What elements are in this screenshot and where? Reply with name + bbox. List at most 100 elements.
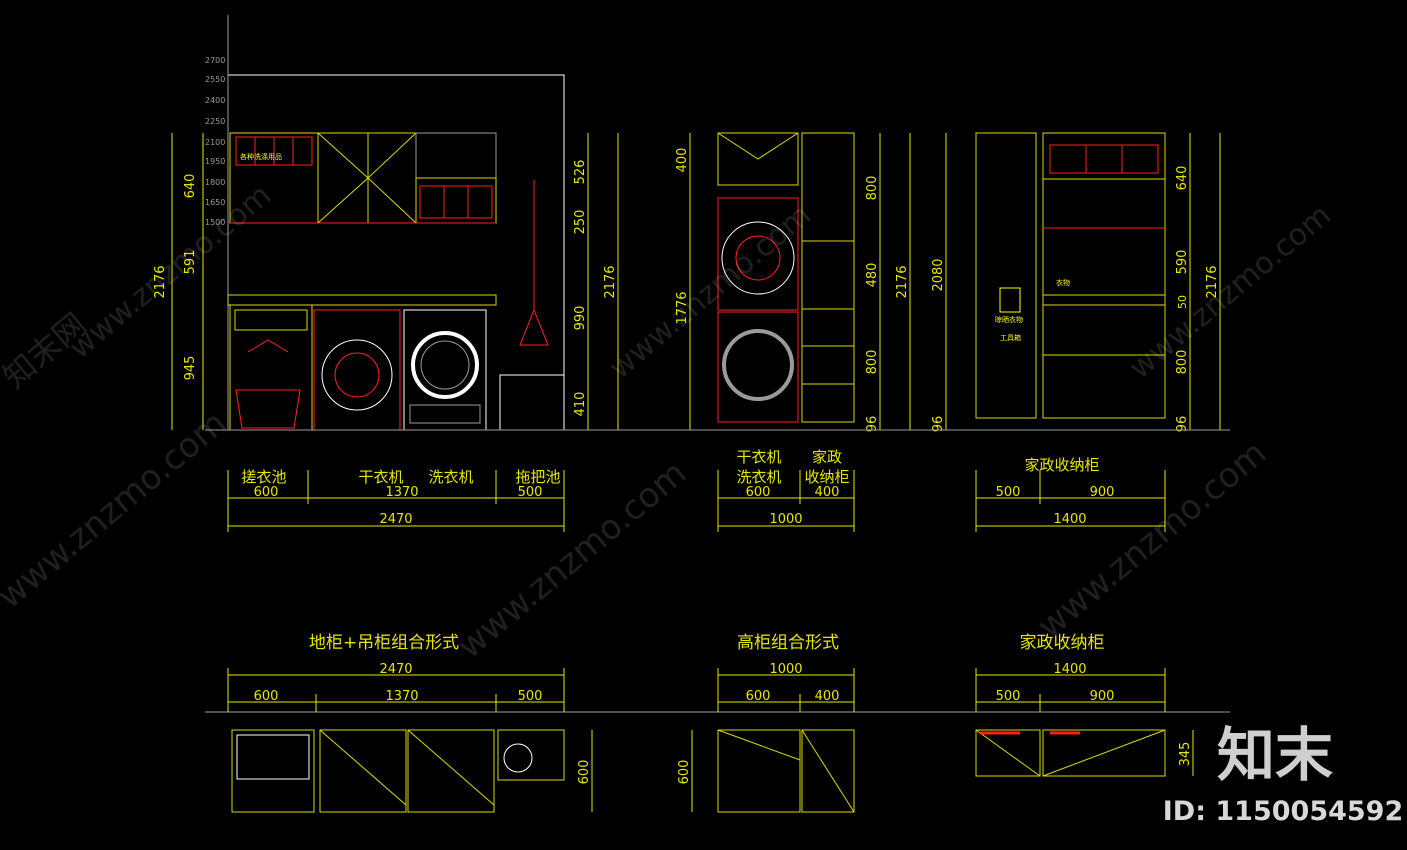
dim-height: 2080 [931, 258, 946, 291]
dim-width: 600 [254, 689, 279, 704]
dim-height: 1776 [675, 291, 690, 324]
dim-total-width: 1400 [1053, 512, 1086, 527]
dim-total-width: 1000 [769, 512, 802, 527]
plan-titles: 地柜+吊柜组合形式 高柜组合形式 家政收纳柜 [309, 633, 1105, 653]
label-housekeeping: 家政 [812, 448, 842, 466]
dim-width: 600 [746, 485, 771, 500]
elevation-2-dimensions [689, 133, 911, 532]
plan-title-tall: 高柜组合形式 [737, 633, 839, 653]
washer [403, 309, 487, 431]
washer-door [411, 331, 479, 399]
housekeeping-lower [1042, 304, 1166, 419]
elevation-3-dimensions [945, 133, 1221, 532]
dim-height: 800 [1175, 350, 1190, 375]
plan-2 [717, 729, 855, 813]
dim-height: 50 [1176, 295, 1189, 309]
elevation-base-wall-cabinet [227, 15, 565, 431]
upper-cabinet-bottom-right [415, 177, 497, 224]
plan-1 [231, 729, 565, 813]
upper-cabinet-door-1 [317, 132, 369, 224]
dim-width: 400 [815, 689, 840, 704]
dim-total-height: 2176 [153, 265, 168, 298]
plan-2-dimensions [691, 668, 855, 812]
plan-1-dim-texts: 2470 600 1370 500 600 [254, 662, 592, 784]
upper-cabinet-door-2 [367, 132, 417, 224]
level-tick: 1650 [205, 198, 225, 207]
elevation-1-dim-texts: 搓衣池 干衣机 洗衣机 拖把池 600 1370 500 2470 640 59… [153, 152, 618, 527]
tall-top-cabinet [717, 132, 799, 186]
dim-width: 900 [1090, 689, 1115, 704]
dim-total-height: 2176 [895, 265, 910, 298]
dim-total-width: 2470 [379, 512, 412, 527]
wall-outline [227, 74, 565, 431]
elevation-tall-cabinet [717, 132, 855, 423]
dim-width: 600 [254, 485, 279, 500]
dim-depth: 600 [677, 760, 692, 785]
watermark-id: ID: 1150054592 [1163, 796, 1404, 827]
watermark-site: www.znzmo.com [0, 403, 234, 617]
level-tick: 2250 [205, 117, 225, 126]
worktop [227, 294, 497, 306]
plan-stacked-appliances [717, 729, 801, 813]
level-tick: 2700 [205, 56, 225, 65]
elevation-3-dim-texts: 家政收纳柜 500 900 1400 2080 96 640 590 50 80… [931, 166, 1220, 527]
plan-2-dim-texts: 1000 600 400 600 [677, 662, 839, 784]
housekeeping-tall-door [975, 132, 1037, 419]
plan-wide-cabinet [1042, 729, 1166, 777]
dim-height: 250 [573, 210, 588, 235]
dim-height: 640 [1175, 166, 1190, 191]
dim-height: 96 [1175, 416, 1190, 433]
cabinet-note: 晾晒衣物 [995, 315, 1023, 324]
label-dryer: 干衣机 [736, 448, 781, 466]
plan-mop-sink [497, 729, 565, 781]
level-tick: 2400 [205, 96, 225, 105]
dim-height: 410 [573, 392, 588, 417]
laundry-basket [235, 389, 301, 429]
label-housekeeping-cabinet: 家政收纳柜 [1024, 456, 1099, 474]
plan-3-dimensions [975, 668, 1194, 776]
plan-title-base-wall: 地柜+吊柜组合形式 [309, 633, 459, 653]
label-dryer: 干衣机 [358, 468, 403, 486]
elevation-2-dim-texts: 干衣机 洗衣机 家政 收纳柜 600 400 1000 400 1776 800… [675, 148, 910, 527]
dim-height: 945 [183, 356, 198, 381]
dim-height: 480 [865, 263, 880, 288]
mop [519, 180, 549, 346]
cabinet-note: 各种洗涤用品 [240, 152, 282, 161]
dim-width: 500 [518, 485, 543, 500]
watermark-site: www.znzmo.com [1123, 198, 1338, 387]
side-open-shelf [801, 240, 855, 310]
dryer [313, 309, 401, 431]
housekeeping-hanging [1042, 178, 1166, 296]
stacked-dryer [717, 197, 799, 311]
plan-side-cabinet [801, 729, 855, 813]
stacked-washer [717, 311, 799, 423]
dim-height: 400 [675, 148, 690, 173]
level-tick: 2550 [205, 75, 225, 84]
dim-height: 990 [573, 306, 588, 331]
hanger [247, 339, 289, 353]
dim-width: 1370 [385, 485, 418, 500]
dim-height: 591 [183, 250, 198, 275]
elevation-1-dimensions [171, 133, 619, 532]
dryer-drum [321, 339, 393, 411]
label-scrub-sink: 搓衣池 [241, 468, 286, 486]
plan-washer [407, 729, 495, 813]
level-tick: 1800 [205, 178, 225, 187]
side-drawers [801, 308, 855, 423]
dim-width: 1370 [385, 689, 418, 704]
dim-total-height: 2176 [603, 265, 618, 298]
housekeeping-upper [1042, 132, 1166, 180]
plan-dryer [319, 729, 407, 813]
dim-total-width: 1000 [769, 662, 802, 677]
dim-height: 96 [931, 416, 946, 433]
label-mop-sink: 拖把池 [515, 468, 560, 486]
dim-total-height: 2176 [1205, 265, 1220, 298]
plan-title-housekeeping: 家政收纳柜 [1020, 633, 1105, 653]
level-ticks: 2700 2550 2400 2250 2100 1950 1800 1650 … [205, 56, 225, 227]
level-tick: 2100 [205, 138, 225, 147]
level-tick: 1950 [205, 157, 225, 166]
watermark-site: www.znzmo.com [603, 198, 818, 387]
label-washer: 洗衣机 [736, 468, 781, 486]
dim-width: 900 [1090, 485, 1115, 500]
